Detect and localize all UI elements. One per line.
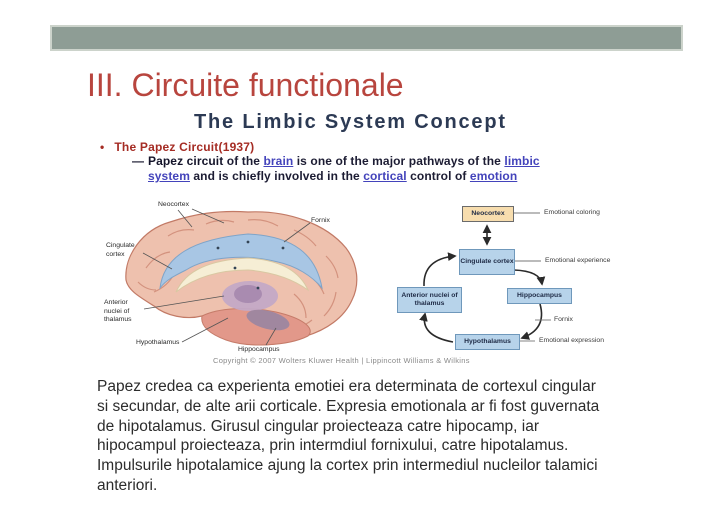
link-brain[interactable]: brain [263, 154, 294, 168]
paragraph-line: anteriori. [97, 476, 158, 494]
brain-diagram: Neocortex Fornix Cingulate cortex Anteri… [98, 196, 366, 360]
flowbox-hypothalamus: Hypothalamus [455, 334, 520, 350]
body-paragraph: Papez credea ca experienta emotiei era d… [97, 377, 667, 496]
brain-corpus-callosum [175, 257, 310, 293]
link-cortical[interactable]: cortical [363, 169, 407, 183]
paragraph-line: Papez credea ca experienta emotiei era d… [97, 378, 596, 395]
brain-label-anterior-nuclei: Anterior nuclei of thalamus [104, 299, 132, 323]
brain-cortex-shape [125, 210, 358, 346]
arrow-anterior-cingulate [423, 252, 457, 287]
paragraph-line: hipocampul proiecteaza, prin intermdiul … [97, 437, 569, 455]
brain-label-cingulate-cortex: Cingulate cortex [106, 242, 135, 258]
flowchart-arrows [419, 212, 551, 343]
link-system[interactable]: system [148, 169, 190, 183]
brain-label-neocortex: Neocortex [158, 201, 189, 208]
link-limbic[interactable]: limbic [504, 154, 540, 168]
text-fragment: and is chiefly involved in the [189, 169, 364, 183]
bullet-icon: • [100, 140, 105, 154]
figure-copyright: Copyright © 2007 Wolters Kluwer Health |… [213, 356, 470, 365]
paragraph-line: Impulsurile hipotalamice ajung la cortex… [97, 457, 598, 475]
brain-hippocampus-shape [246, 309, 290, 331]
flowlabel-emotional-experience: Emotional experience [545, 257, 611, 264]
flowlabel-fornix: Fornix [554, 316, 573, 323]
link-emotion[interactable]: emotion [469, 169, 518, 183]
text-fragment: is one of the major pathways of the [293, 154, 505, 168]
flowlabel-emotional-coloring: Emotional coloring [544, 209, 600, 216]
slide-title: III. Circuite functionale [87, 67, 404, 103]
brain-pathway-dots [216, 240, 285, 290]
slide-subtitle: The Limbic System Concept [194, 111, 507, 133]
papez-circuit-flowchart: Neocortex Cingulate cortex Anterior nucl… [393, 198, 633, 356]
flowlabel-emotional-expression: Emotional expression [539, 337, 604, 344]
papez-line2: system and is chiefly involved in the co… [148, 169, 517, 183]
paragraph-line: de hipotalamus. Girusul cingular proiect… [97, 417, 539, 435]
decorative-header-bar [50, 25, 683, 51]
brain-cingulate-region [159, 233, 323, 290]
brain-illustration [125, 208, 358, 346]
brain-label-fornix: Fornix [311, 217, 330, 224]
arrow-hippocampus-hypothalamus [520, 303, 543, 340]
arrow-hypothalamus-anterior [419, 312, 454, 343]
dash-marker: — [132, 154, 145, 168]
text-fragment: control of [406, 169, 470, 183]
papez-bold-text: Papez circuit [148, 154, 224, 168]
flowbox-cingulate-cortex: Cingulate cortex [459, 249, 515, 275]
arrow-cingulate-hippocampus [513, 269, 546, 286]
brain-label-hypothalamus: Hypothalamus [136, 339, 180, 346]
flowbox-neocortex: Neocortex [462, 206, 514, 222]
text-fragment: of the [223, 154, 264, 168]
papez-heading-row: • The Papez Circuit(1937) [100, 140, 254, 154]
flowbox-hippocampus: Hippocampus [507, 288, 572, 304]
brain-thalamus-core [234, 285, 262, 303]
paragraph-line: si secundar, de alte arii corticale. Exp… [97, 397, 600, 415]
papez-heading: The Papez Circuit(1937) [114, 140, 255, 154]
papez-line1: —Papez circuit of the brain is one of th… [132, 154, 540, 168]
brain-label-hippocampus: Hippocampus [238, 346, 280, 353]
label-connector-lines [142, 208, 311, 346]
flowbox-anterior-nuclei: Anterior nuclei of thalamus [397, 287, 462, 313]
